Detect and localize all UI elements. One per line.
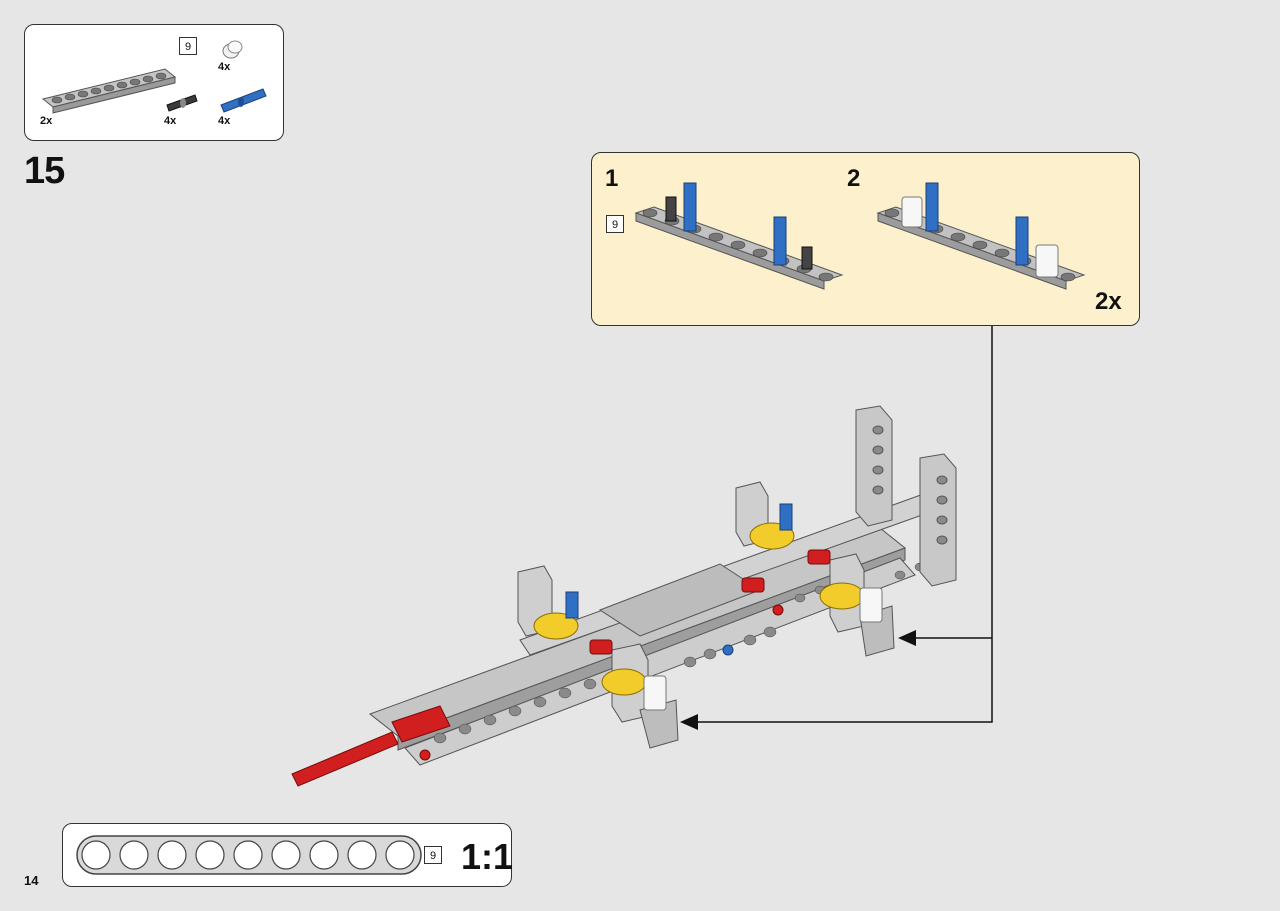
frame-beams — [368, 487, 951, 766]
beam-length-tag: 9 — [179, 37, 197, 55]
substep2-beam — [876, 182, 1086, 290]
substep-1-number: 1 — [605, 165, 619, 192]
arrow-head-upper — [898, 630, 916, 646]
substep1-beam — [634, 182, 844, 290]
friction-pin-black-part — [166, 94, 198, 112]
blue-pin-qty: 4x — [218, 115, 231, 127]
ruler-length-tag: 9 — [424, 846, 442, 864]
substep-1-length-tag: 9 — [606, 215, 624, 233]
subassembly-callout: 1 9 2 2x — [591, 152, 1140, 326]
black-pin-qty: 4x — [164, 115, 177, 127]
ruler-box: 9 1:1 — [62, 823, 514, 887]
callout-arrows — [694, 326, 993, 723]
blue-pins — [565, 503, 793, 656]
substep-multiplier: 2x — [1095, 288, 1122, 315]
bush-part — [222, 40, 243, 59]
scale-label: 1:1 — [461, 836, 514, 877]
substep-2-number: 2 — [847, 165, 861, 192]
parts-list-box: 9 2x 4x 4x 4x — [24, 24, 284, 141]
white-bushes — [643, 587, 883, 711]
arrow-head-lower — [680, 714, 698, 730]
step-number: 15 — [24, 150, 65, 192]
parts-list-illustrations — [41, 40, 267, 114]
beam-9-part — [41, 68, 177, 114]
red-parts — [291, 549, 831, 787]
beam-qty: 2x — [40, 115, 53, 127]
subassembly-illustrations — [634, 182, 1086, 290]
ruler-beam-illustration — [76, 835, 422, 875]
bush-qty: 4x — [218, 61, 231, 73]
upright-beams — [855, 405, 957, 587]
axle-pin-blue-part — [220, 88, 267, 113]
page-number: 14 — [24, 873, 39, 888]
